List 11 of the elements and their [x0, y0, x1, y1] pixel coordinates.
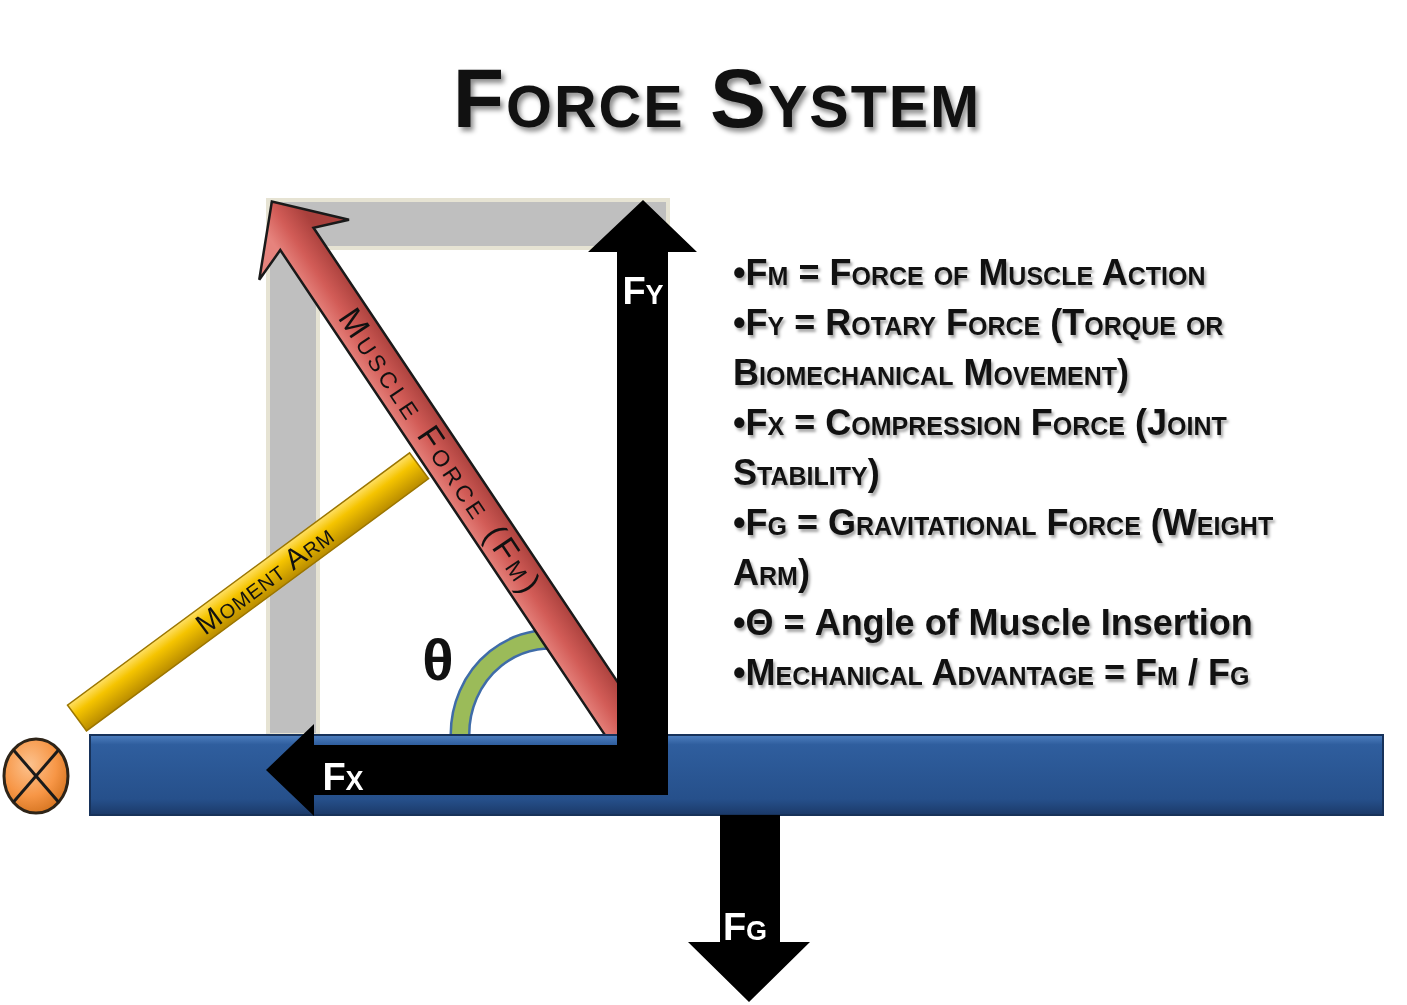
title: Force System: [452, 56, 982, 140]
definition-text: •Fg = Gravitational Force (Weight Arm): [733, 501, 1275, 595]
definition-text: •Fx = Compression Force (Joint Stability): [733, 401, 1228, 495]
definition-text: •Θ = Angle of Muscle Insertion: [733, 601, 1254, 645]
angle-label: θ: [422, 631, 454, 689]
definition-text: •Fy = Rotary Force (Torque or Biomechanical Movement): [733, 301, 1225, 395]
definition-text: •Fm = Force of Muscle Action: [733, 251, 1207, 295]
force-label: Fg: [722, 908, 768, 946]
force-label: Fx: [322, 758, 364, 796]
definition-text: •Mechanical Advantage = Fm / Fg: [733, 651, 1251, 695]
force-label: Fy: [622, 272, 664, 310]
